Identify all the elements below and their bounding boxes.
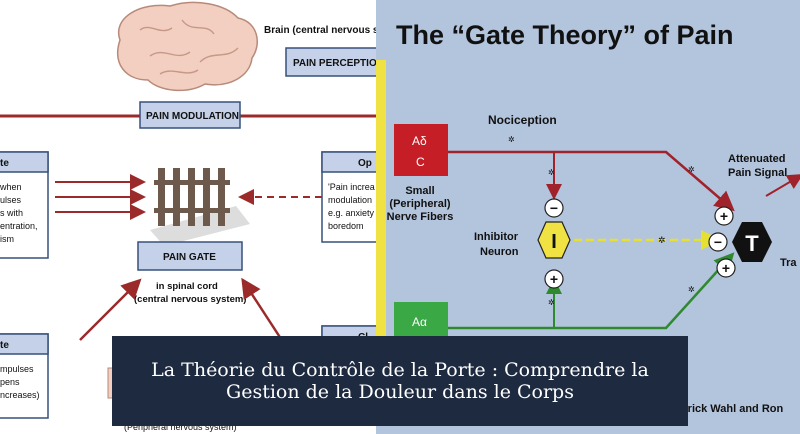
transmission-label: Tra [780,257,797,269]
svg-text:+: + [720,208,728,224]
inhibitor-neuron-hexagon [537,221,571,259]
brain-icon [117,1,258,92]
attenuated-line: Attenuated [728,153,785,165]
a-delta-c-block [394,124,448,176]
svg-text:−: − [714,234,722,250]
svg-text:✲: ✲ [548,168,555,177]
plus-sign [716,258,736,278]
pain-perception-box [285,47,376,77]
transmission-hexagon [732,222,772,262]
inhibitor-symbol: I [551,231,557,253]
inhibitor-line: Neuron [480,246,519,258]
a-alpha-label: Aα [412,315,427,329]
right-top-box-line: boredom [328,221,364,231]
small-fibers-line: Small [405,185,434,197]
cns-label: (central nervous system) [134,294,246,305]
left-bottom-box: te mpulses pens ncreases) [0,333,49,419]
pain-perception-label: PAIN PERCEPTION [293,58,376,69]
pain-modulation-box [139,101,241,129]
svg-text:−: − [550,200,558,216]
svg-text:+: + [722,260,730,276]
fence-gate-icon [150,168,250,246]
svg-text:+: + [550,271,558,287]
spinal-cord-label: in spinal cord [156,281,218,292]
svg-text:✲: ✲ [548,298,555,307]
transmission-symbol: T [745,231,759,256]
small-fibers-line: Nerve Fibers [387,211,454,223]
caption-text: La Théorie du Contrôle de la Porte : Com… [151,359,649,403]
c-label: C [416,155,425,169]
svg-text:✲: ✲ [688,285,695,294]
svg-text:✲: ✲ [508,135,515,144]
left-top-box-line: s with [0,208,23,218]
plus-sign [714,206,734,226]
a-delta-label: Aδ [412,134,427,148]
inhibitor-line: Inhibitor [474,231,519,243]
nociception-label: Nociception [488,113,557,127]
gate-theory-svg: The “Gate Theory” of Pain ✲ ✲ ✲ ✲ ✲ ✲ Aδ… [376,20,800,415]
right-top-box-title: Op [358,158,372,169]
brain-label: Brain (central nervous s [264,25,376,36]
peripheral-label: (Peripheral nervous system) [124,422,237,432]
left-top-box-title: te [0,158,9,169]
left-top-box-line: ulses [0,195,22,205]
left-bottom-box-title: te [0,340,9,351]
right-top-box: Op 'Pain increa modulation e.g. anxiety … [321,151,376,243]
left-bottom-box-line: ncreases) [0,390,40,400]
credit-text: trick Wahl and Ron [684,403,783,415]
diagram-title: The “Gate Theory” of Pain [396,20,734,50]
left-top-box: te when ulses s with entration, ism [0,151,49,259]
pain-gate-label: PAIN GATE [163,252,216,263]
svg-text:✲: ✲ [688,165,695,174]
attenuated-line: Pain Signal [728,167,787,179]
minus-sign [708,232,728,252]
right-top-box-line: modulation [328,195,372,205]
left-bottom-box-line: mpulses [0,364,34,374]
opening-arrow-right [241,277,287,346]
closing-arrows [55,174,146,220]
pain-gate-box [137,241,243,271]
nociception-path [448,150,735,212]
left-bottom-box-line: pens [0,377,20,387]
right-top-box-line: e.g. anxiety [328,208,375,218]
pain-modulation-label: PAIN MODULATION [146,111,239,122]
large-fiber-path [448,252,735,330]
left-top-box-line: entration, [0,221,38,231]
minus-sign [544,198,564,218]
left-top-box-line: ism [0,234,14,244]
small-fibers-line: (Peripheral) [389,198,450,210]
attenuated-arrow [765,173,800,197]
right-top-box-line: 'Pain increa [328,182,375,192]
svg-text:✲: ✲ [658,235,666,245]
caption-banner: La Théorie du Contrôle de la Porte : Com… [112,336,688,426]
left-top-box-line: when [0,182,22,192]
plus-sign [544,269,564,289]
spinal-cord-band [376,60,386,350]
opening-arrow-left [79,278,142,341]
